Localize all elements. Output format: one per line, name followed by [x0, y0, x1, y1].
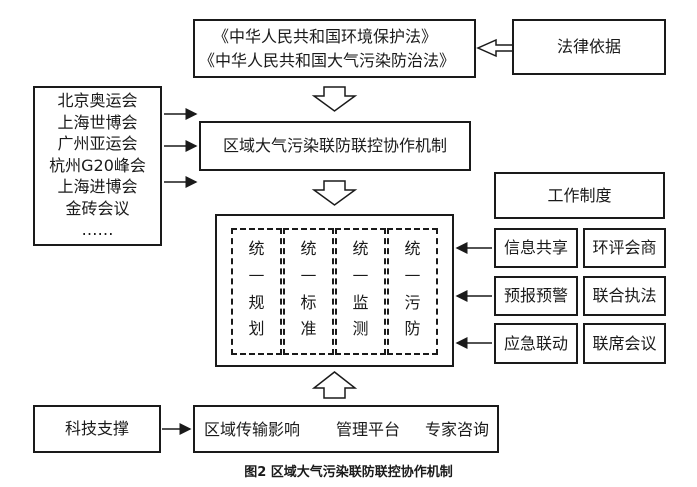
unified-char: 划	[248, 319, 265, 338]
work-item-label: 联合执法	[592, 286, 657, 305]
event-item: 上海进博会	[57, 177, 138, 196]
unified-char: 统	[404, 239, 421, 258]
work-system-box: 工作制度	[494, 172, 665, 219]
figure-caption: 图2 区域大气污染联防联控协作机制	[244, 465, 453, 480]
event-item: 广州亚运会	[57, 134, 138, 153]
unified-char: 防	[404, 319, 421, 338]
law-environmental-protection: 《中华人民共和国环境保护法》	[213, 27, 438, 46]
work-item-eia-consultation: 环评会商	[583, 228, 666, 268]
event-item: 北京奥运会	[57, 91, 138, 110]
legal-basis-label: 法律依据	[556, 37, 621, 56]
work-item-label: 应急联动	[503, 333, 568, 353]
work-item-forecast-warning: 预报预警	[494, 276, 578, 316]
unified-dash: —	[404, 265, 421, 284]
unified-char: 监	[352, 293, 369, 312]
down-arrow-laws-to-mechanism	[311, 86, 358, 112]
legal-basis-arrow	[476, 38, 512, 58]
unified-column-monitoring: 统 — 监 测	[335, 228, 386, 355]
work-item-joint-enforcement: 联合执法	[583, 276, 666, 316]
unified-char: 统	[352, 239, 369, 258]
unified-dash: —	[248, 265, 265, 284]
unified-box: 统 — 规 划 统 — 标 准 统 — 监 测 统 — 污 防	[215, 214, 454, 367]
event-item: 上海世博会	[57, 112, 138, 132]
event-item: 金砖会议	[65, 198, 130, 218]
law-air-pollution-control: 《中华人民共和国大气污染防治法》	[199, 51, 456, 70]
events-box: 北京奥运会 上海世博会 广州亚运会 杭州G20峰会 上海进博会 金砖会议 ……	[33, 86, 162, 246]
platform-transport-impact: 区域传输影响	[204, 420, 301, 439]
laws-box: 《中华人民共和国环境保护法》 《中华人民共和国大气污染防治法》	[193, 19, 476, 78]
work-item-emergency-linkage: 应急联动	[494, 323, 578, 364]
work-system-label: 工作制度	[547, 185, 612, 205]
unified-char: 统	[300, 239, 317, 258]
mechanism-label: 区域大气污染联防联控协作机制	[222, 136, 447, 155]
down-arrow-mechanism-to-unified	[311, 180, 358, 206]
unified-dash: —	[352, 265, 369, 284]
mechanism-box: 区域大气污染联防联控协作机制	[199, 121, 471, 171]
work-item-info-sharing: 信息共享	[494, 228, 578, 268]
unified-char: 标	[300, 293, 317, 312]
platform-box: 区域传输影响 管理平台 专家咨询	[193, 405, 499, 453]
unified-char: 统	[248, 239, 265, 258]
tech-support-label: 科技支撑	[64, 419, 129, 438]
platform-management: 管理平台	[336, 420, 401, 439]
unified-char: 规	[248, 293, 265, 312]
unified-char: 准	[300, 319, 317, 338]
tech-support-box: 科技支撑	[33, 405, 161, 453]
unified-dash: —	[300, 265, 317, 284]
work-item-label: 环评会商	[592, 238, 657, 257]
events-list: 北京奥运会 上海世博会 广州亚运会 杭州G20峰会 上海进博会 金砖会议 ……	[35, 90, 160, 241]
work-item-label: 联席会议	[592, 333, 657, 353]
unified-column-planning: 统 — 规 划	[231, 228, 282, 355]
unified-char: 测	[352, 319, 369, 338]
unified-column-standards: 统 — 标 准	[283, 228, 334, 355]
work-item-label: 预报预警	[503, 286, 568, 305]
unified-char: 污	[404, 293, 421, 312]
unified-column-pollution-control: 统 — 污 防	[387, 228, 438, 355]
legal-basis-box: 法律依据	[512, 19, 666, 75]
event-item: 杭州G20峰会	[49, 155, 146, 175]
event-item: ……	[81, 220, 114, 239]
up-arrow-platform-to-unified	[311, 371, 358, 399]
work-item-joint-meeting: 联席会议	[583, 323, 666, 364]
platform-expert-consultation: 专家咨询	[425, 420, 490, 439]
work-item-label: 信息共享	[503, 238, 568, 257]
